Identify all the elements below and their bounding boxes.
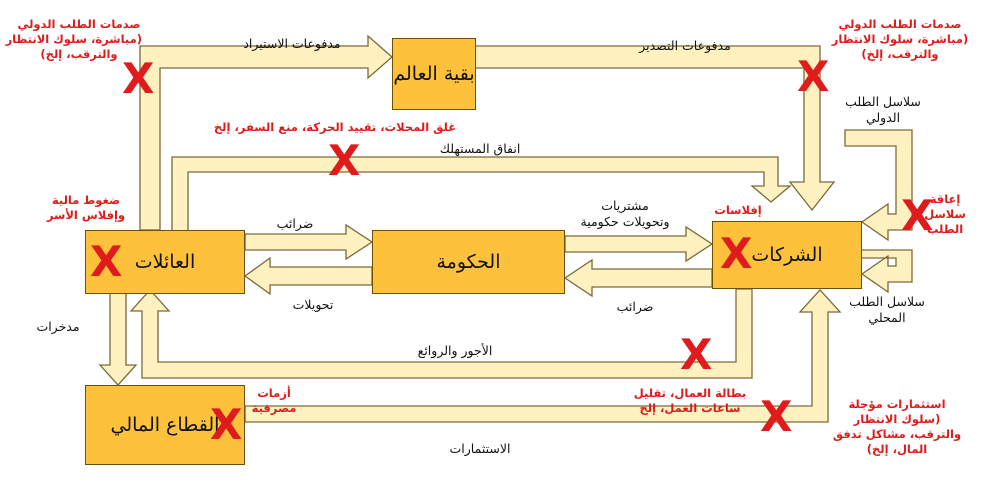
transfers-label: تحويلات <box>292 297 334 312</box>
consumer-spending-label: انفاق المستهلك <box>439 141 521 156</box>
rest-of-world-box: بقية العالم <box>392 38 476 110</box>
financial-sector-box: القطاع المالي <box>85 385 245 465</box>
intl-supply-loop-arrow <box>844 129 913 242</box>
x-mark-consumer-spending: X <box>328 136 361 185</box>
taxes-firms-arrow <box>563 258 713 298</box>
intl-demand-shock-left: صدمات الطلب الدولي (مباشرة، سلوك الانتظا… <box>5 17 142 61</box>
investments-arrow <box>244 289 842 423</box>
intl-supply-label-line1: سلاسل الطلب <box>845 94 921 109</box>
government-box: الحكومة <box>372 230 565 294</box>
unemployment-shock: بطالة العمال، تقليل ساعات العمل، إلخ <box>633 386 747 415</box>
x-mark-firms: X <box>720 229 753 278</box>
financial-pressure-shock: ضغوط مالية وإفلاس الأسر <box>46 193 126 222</box>
households-box: العائلات <box>85 230 245 294</box>
bankruptcies-shock: إفلاسات <box>714 203 762 217</box>
local-supply-label-line1: سلاسل الطلب <box>849 294 925 309</box>
export-payments-arrow <box>474 45 836 212</box>
x-mark-export: X <box>797 52 830 101</box>
purchases-label-line1: مشتريات <box>601 198 649 213</box>
wages-arrow <box>129 288 753 379</box>
firms-box: الشركات <box>712 221 862 289</box>
consumer-spending-arrow <box>171 156 792 233</box>
lockdown-shock: غلق المحلات، تقييد الحركة، منع السفر، إل… <box>213 120 457 134</box>
local-supply-loop-arrow <box>844 249 913 294</box>
wages-label: الأجور والروائع <box>417 343 493 358</box>
x-mark-import: X <box>122 54 155 103</box>
purchases-label-line2: وتحويلات حكومية <box>580 214 670 229</box>
taxes-households-label: ضرائب <box>276 216 314 231</box>
supply-chain-shock: إعاقة سلاسل الطلب <box>924 192 966 236</box>
import-payments-label: مدفوعات الاستيراد <box>243 36 341 51</box>
intl-demand-shock-right: صدمات الطلب الدولي (مباشرة، سلوك الانتظا… <box>831 17 969 61</box>
x-mark-financial-sector: X <box>210 400 243 449</box>
taxes-households-arrow <box>244 223 374 261</box>
x-mark-wages: X <box>680 330 713 379</box>
transfers-arrow <box>243 256 373 296</box>
x-mark-households: X <box>90 237 123 286</box>
investments-label: الاستثمارات <box>449 441 511 456</box>
savings-label: مدخرات <box>36 319 80 334</box>
local-supply-label-line2: المحلي <box>868 310 906 325</box>
x-mark-supply-chain: X <box>901 191 934 240</box>
savings-arrow <box>98 291 138 386</box>
export-payments-label: مدفوعات التصدير <box>639 38 731 53</box>
purchases-arrow <box>564 225 714 263</box>
deferred-investment-shock: استثمارات مؤجلة (سلوك الانتظار والترقب، … <box>832 397 962 456</box>
bank-crises-shock: أزمات مصرفية <box>251 386 297 415</box>
x-mark-investments: X <box>760 392 793 441</box>
taxes-firms-label: ضرائب <box>616 299 654 314</box>
import-payments-arrow <box>139 34 393 231</box>
intl-supply-label-line2: الدولي <box>865 110 901 125</box>
